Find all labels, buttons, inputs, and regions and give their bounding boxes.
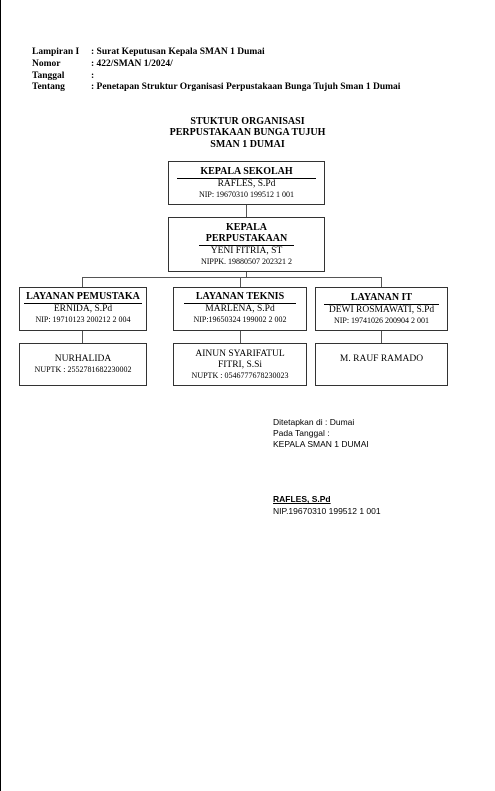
signature-position: KEPALA SMAN 1 DUMAI: [273, 439, 369, 449]
layanan-teknis-nip: NIP:19650324 199002 2 002: [193, 314, 287, 324]
header-label-tentang: Tentang: [32, 82, 65, 92]
kepala-sekolah-title: KEPALA SEKOLAH: [177, 166, 316, 179]
title-line-2: PERPUSTAKAAN BUNGA TUJUH: [169, 127, 326, 138]
kepala-perpustakaan-nip: NIPPK. 19880507 202321 2: [200, 256, 293, 266]
connector-kepsek-kapus: [246, 205, 247, 217]
header-label-nomor: Nomor: [32, 59, 61, 69]
kepala-perpustakaan-name: YENI FITRIA, ST: [210, 245, 283, 256]
layanan-pemustaka-name: ERNIDA, S.Pd: [53, 303, 113, 314]
org-box-kepala-sekolah: KEPALA SEKOLAH RAFLES, S.Pd NIP: 1967031…: [168, 161, 325, 205]
kepala-perpustakaan-title-2: PERPUSTAKAAN: [199, 233, 294, 246]
page-left-border: [0, 0, 1, 791]
org-box-staff-ainun: AINUN SYARIFATUL FITRI, S.Si NUPTK : 054…: [173, 343, 307, 386]
header-label-lampiran: Lampiran I: [32, 47, 80, 57]
header-label-tanggal: Tanggal: [32, 71, 65, 81]
org-box-layanan-pemustaka: LAYANAN PEMUSTAKA ERNIDA, S.Pd NIP: 1971…: [19, 287, 147, 331]
org-box-layanan-teknis: LAYANAN TEKNIS MARLENA, S.Pd NIP:1965032…: [173, 287, 307, 331]
layanan-pemustaka-nip: NIP: 19710123 200212 2 004: [35, 314, 131, 324]
staff-ainun-nuptk: NUPTK : 0546777678230023: [191, 371, 289, 380]
kepala-sekolah-name: RAFLES, S.Pd: [217, 178, 276, 189]
header-value-lampiran: : Surat Keputusan Kepala SMAN 1 Dumai: [91, 47, 265, 57]
title-line-1: STUKTUR ORGANISASI: [190, 116, 305, 127]
header-value-tanggal: :: [91, 71, 95, 81]
connector-to-teknis: [240, 277, 241, 287]
signature-name: RAFLES, S.Pd: [273, 494, 331, 504]
signature-nip: NIP.19670310 199512 1 001: [273, 506, 381, 516]
staff-ainun-name-2: FITRI, S.Si: [217, 360, 263, 370]
layanan-it-name: DEWI ROSMAWATI, S.Pd: [328, 304, 435, 315]
layanan-teknis-title: LAYANAN TEKNIS: [184, 291, 296, 304]
header-value-tentang: : Penetapan Struktur Organisasi Perpusta…: [91, 82, 401, 92]
header-value-nomor: : 422/SMAN 1/2024/: [91, 59, 173, 69]
connector-horizontal: [82, 277, 382, 278]
layanan-it-nip: NIP: 19741026 200904 2 001: [333, 315, 430, 325]
connector-kapus-down: [246, 272, 247, 277]
layanan-it-title: LAYANAN IT: [324, 292, 439, 305]
org-box-layanan-it: LAYANAN IT DEWI ROSMAWATI, S.Pd NIP: 197…: [315, 287, 448, 331]
title-line-3: SMAN 1 DUMAI: [210, 139, 285, 150]
staff-ainun-name-1: AINUN SYARIFATUL: [195, 349, 285, 359]
kepala-perpustakaan-title-1: KEPALA: [226, 222, 267, 233]
connector-teknis-staff: [240, 331, 241, 343]
connector-to-pemustaka: [82, 277, 83, 287]
connector-pemustaka-staff: [82, 331, 83, 343]
connector-it-staff: [381, 331, 382, 343]
staff-rauf-name: M. RAUF RAMADO: [339, 354, 424, 364]
layanan-pemustaka-title: LAYANAN PEMUSTAKA: [24, 291, 142, 304]
org-box-staff-rauf: M. RAUF RAMADO: [315, 343, 448, 386]
staff-nurhalida-name: NURHALIDA: [54, 354, 112, 364]
connector-to-it: [381, 277, 382, 287]
signature-date: Pada Tanggal :: [273, 428, 330, 438]
kepala-sekolah-nip: NIP: 19670310 199512 1 001: [198, 189, 295, 199]
signature-place: Ditetapkan di : Dumai: [273, 417, 355, 427]
staff-nurhalida-nuptk: NUPTK : 2552781682230002: [34, 365, 132, 374]
layanan-teknis-name: MARLENA, S.Pd: [205, 303, 275, 314]
org-box-staff-nurhalida: NURHALIDA NUPTK : 2552781682230002: [19, 343, 147, 386]
org-box-kepala-perpustakaan: KEPALA PERPUSTAKAAN YENI FITRIA, ST NIPP…: [168, 217, 325, 272]
